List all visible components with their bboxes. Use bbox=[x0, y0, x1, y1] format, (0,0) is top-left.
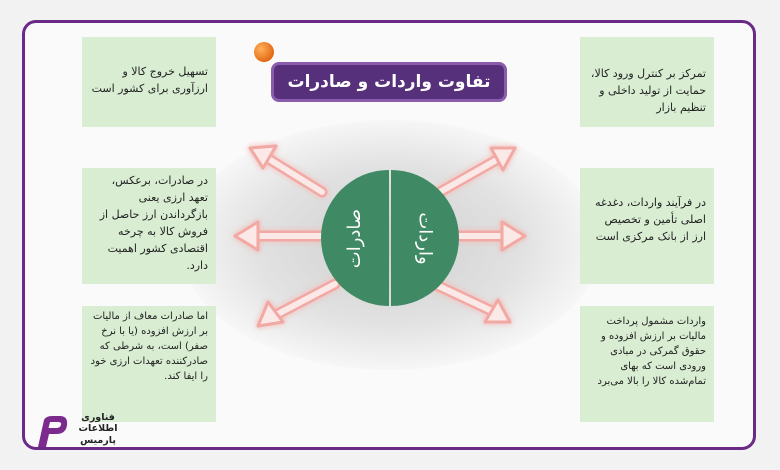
parmis-logo: فناوری اطلاعات پارمیس bbox=[30, 412, 130, 452]
card-right-middle: در فرآیند واردات، دغدغه اصلی تأمین و تخص… bbox=[580, 168, 714, 284]
card-left-middle: در صادرات، برعکس، تعهد ارزی یعنی بازگردا… bbox=[82, 168, 216, 284]
card-left-top: تسهیل خروج کالا و ارزآوری برای کشور است bbox=[82, 37, 216, 127]
page-title: تفاوت واردات و صادرات bbox=[271, 62, 507, 102]
logo-line-3: پارمیس bbox=[80, 434, 116, 446]
arrow-left-middle bbox=[233, 220, 328, 252]
parmis-p-icon bbox=[38, 416, 68, 447]
exports-label: صادرات bbox=[344, 208, 366, 268]
card-right-top: تمرکز بر کنترل ورود کالا، حمایت از تولید… bbox=[580, 37, 714, 127]
logo-line-1: فناوری bbox=[81, 412, 115, 423]
orange-dot-icon bbox=[254, 42, 274, 62]
card-right-bottom: واردات مشمول پرداخت مالیات بر ارزش افزود… bbox=[580, 306, 714, 422]
logo-text: فناوری اطلاعات پارمیس bbox=[70, 412, 126, 446]
arrow-right-top bbox=[434, 146, 517, 198]
imports-label: واردات bbox=[414, 211, 436, 265]
arrow-right-bottom bbox=[424, 276, 512, 324]
logo-line-2: اطلاعات bbox=[78, 423, 118, 435]
arrow-left-bottom bbox=[256, 278, 341, 328]
arrow-left-top bbox=[248, 144, 328, 198]
card-left-bottom: اما صادرات معاف از مالیات بر ارزش افزوده… bbox=[82, 306, 216, 422]
